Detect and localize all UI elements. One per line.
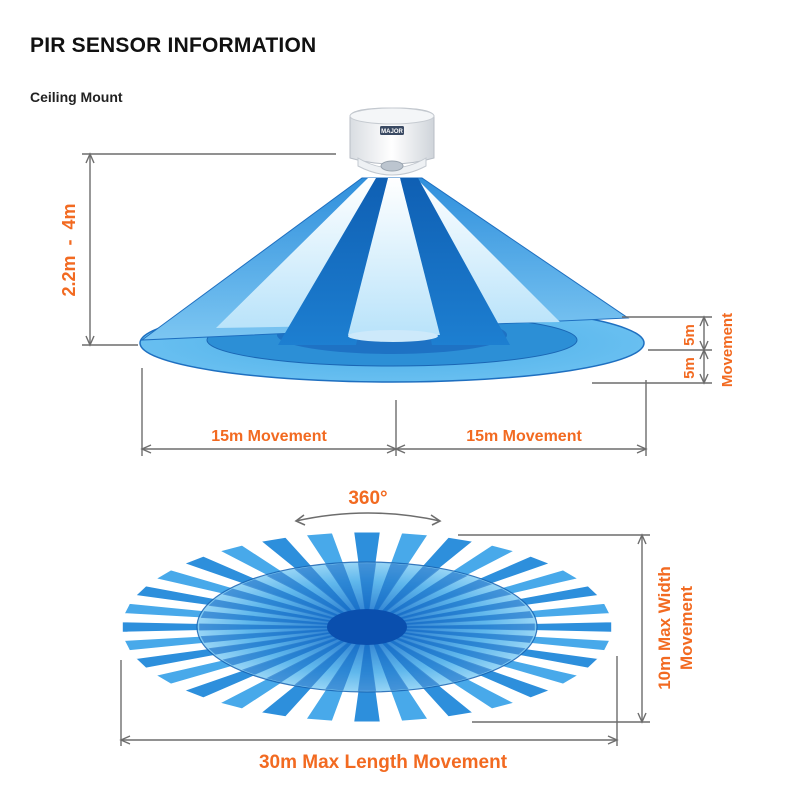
detection-ray-inner [325,639,363,691]
cone-beam-center [348,178,440,335]
left-width-label: 15m Movement [211,428,327,445]
detection-ray-inner [266,571,350,617]
detection-ray-inner [384,571,468,617]
detection-ray-inner [371,563,409,615]
detection-ray-inner [222,633,341,666]
ring-inner-label: 5m [681,357,698,379]
detection-ray-inner [208,599,337,623]
ring-movement-label: Movement [719,313,736,387]
top-view-inner-rays [199,563,535,691]
width-label-line2: Movement [677,586,696,670]
detection-ray-inner [399,611,534,626]
detection-ray-inner [200,628,335,643]
ceiling-sensor: MAJOR [349,107,435,176]
mount-type-label: Ceiling Mount [30,89,123,105]
detection-ray-inner [242,635,345,675]
ring-outer-label: 5m [681,324,698,346]
detection-ray-inner [378,566,440,616]
detection-ray-inner [389,579,492,619]
sensor-brand-plate [380,126,404,135]
side-view-dimensions [82,152,712,456]
top-view-detection-pattern [122,531,612,723]
detection-ray-inner [208,631,337,655]
length-label: 30m Max Length Movement [259,752,508,773]
rotation-angle-label: 360° [348,488,387,509]
detection-ray-inner [384,637,468,683]
detection-ray-inner [222,588,341,621]
detection-ray-inner [294,638,356,688]
detection-ray-inner [378,638,440,688]
detection-ray-inner [393,633,512,666]
right-width-label: 15m Movement [466,428,582,445]
sensor-lens [380,160,404,172]
detection-ray-inner [399,628,534,643]
detection-ray-inner [325,563,363,615]
detection-ray-inner [371,639,409,691]
detection-ray-inner [242,579,345,619]
detection-ray-inner [397,631,526,655]
detection-ray-inner [393,588,512,621]
detection-ray-inner [294,566,356,616]
rotation-arc [294,512,442,526]
width-label-line1: 10m Max Width [655,566,674,690]
detection-ray-inner [266,637,350,683]
detection-ray-inner [357,639,377,691]
detection-ray-inner [397,599,526,623]
cone-center-spot [348,330,438,342]
detection-ray-inner [357,563,377,615]
side-view-detection-cone [139,177,645,383]
detection-ray-inner [400,623,535,631]
page-title: PIR SENSOR INFORMATION [30,34,317,57]
detection-ray-inner [200,611,335,626]
height-label: 2.2m - 4m [59,203,79,296]
top-view-dimensions [119,533,650,746]
detection-ray-inner [199,623,334,631]
top-view-center [327,609,407,645]
sensor-brand-label: MAJOR [381,129,403,135]
detection-ray-inner [389,635,492,675]
